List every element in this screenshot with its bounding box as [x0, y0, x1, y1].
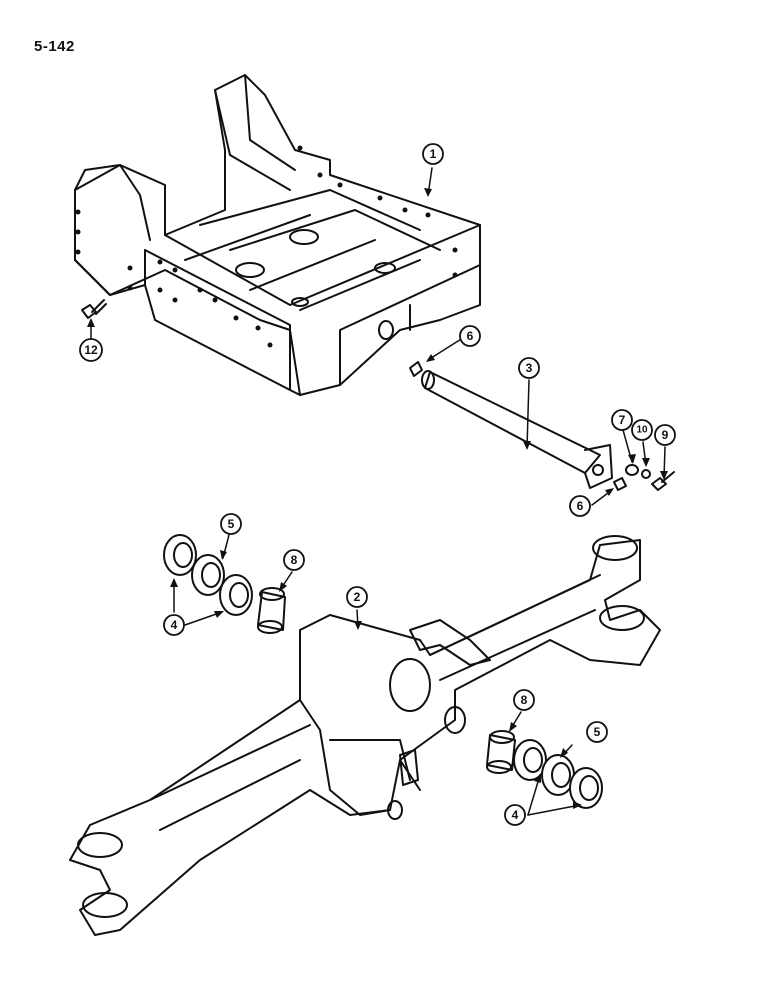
callout-circle-3	[518, 357, 540, 379]
callout-label-5a: 5	[228, 517, 235, 531]
front-axle-housing	[69, 535, 661, 936]
callout-circle-2	[346, 586, 368, 608]
callout-circle-9	[654, 424, 676, 446]
callout-circle-1	[422, 143, 444, 165]
callout-label-10: 10	[636, 425, 648, 436]
callout-circle-4b	[504, 804, 526, 826]
callout-circle-8a	[283, 549, 305, 571]
grease-fitting-upper	[409, 361, 423, 377]
bolt-9	[651, 471, 675, 491]
washer-10	[641, 469, 651, 479]
callout-circle-5a	[220, 513, 242, 535]
callout-circle-8b	[513, 689, 535, 711]
front-support-casting	[74, 74, 481, 396]
callout-label-9: 9	[662, 428, 669, 442]
callout-circle-5b	[586, 721, 608, 743]
callout-circle-12	[79, 338, 103, 362]
callout-label-4b: 4	[512, 808, 519, 822]
callout-circle-7	[611, 409, 633, 431]
callout-label-2: 2	[354, 590, 361, 604]
bolt-12	[81, 299, 107, 319]
bushing-lower	[486, 730, 516, 774]
callout-label-1: 1	[430, 147, 437, 161]
callout-label-6b: 6	[577, 499, 584, 513]
thrust-washer-upper-outer	[163, 534, 197, 576]
nut-7	[625, 464, 639, 476]
callout-label-4a: 4	[171, 618, 178, 632]
bushing-upper	[257, 587, 286, 634]
callout-label-12: 12	[84, 343, 98, 357]
page-reference-number: 5-142	[34, 38, 75, 55]
shim-upper	[191, 554, 225, 596]
callout-circle-6a	[459, 325, 481, 347]
callout-circles	[79, 143, 676, 826]
callout-label-6a: 6	[467, 329, 474, 343]
callout-label-3: 3	[526, 361, 533, 375]
callout-circle-6b	[569, 495, 591, 517]
callout-label-7: 7	[619, 413, 626, 427]
leader-arrowheads	[87, 188, 668, 809]
callout-circle-10	[631, 419, 653, 441]
callout-circle-4a	[163, 614, 185, 636]
thrust-washer-upper-inner	[219, 574, 253, 616]
pivot-pin	[421, 370, 613, 489]
callout-label-8a: 8	[291, 553, 298, 567]
callout-label-5b: 5	[594, 725, 601, 739]
thrust-washer-lower-inner	[513, 739, 547, 781]
grease-fitting-lower	[613, 477, 627, 491]
callout-label-8b: 8	[521, 693, 528, 707]
thrust-washer-lower-outer	[569, 767, 603, 809]
